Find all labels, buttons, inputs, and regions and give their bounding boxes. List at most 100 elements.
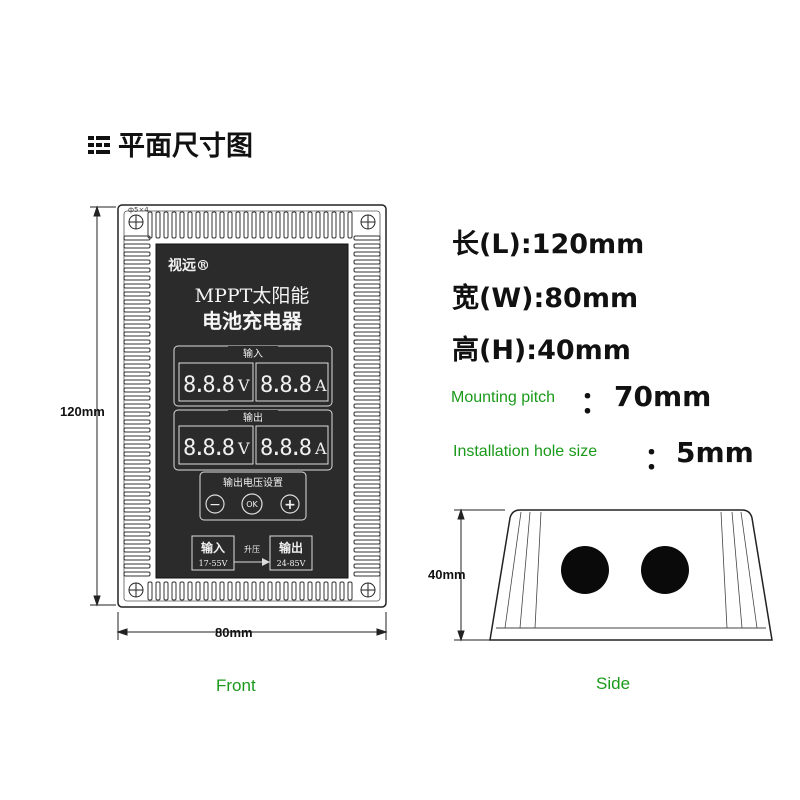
fin-slot bbox=[123, 435, 151, 441]
fin-slot bbox=[275, 211, 281, 239]
fin-slot bbox=[315, 581, 321, 601]
fin-slot bbox=[123, 315, 151, 321]
fin-slot bbox=[353, 371, 381, 377]
fin-slot bbox=[235, 581, 241, 601]
fin-slot bbox=[353, 411, 381, 417]
grid-icon bbox=[88, 136, 110, 154]
output-range: 24-85V bbox=[277, 559, 306, 568]
fin-slot bbox=[353, 403, 381, 409]
fin-slot bbox=[123, 235, 151, 241]
fin-slot bbox=[123, 475, 151, 481]
fin-slot bbox=[353, 347, 381, 353]
fin-slot bbox=[331, 211, 337, 239]
fin-slot bbox=[353, 547, 381, 553]
fin-slot bbox=[147, 581, 153, 601]
dimension-line-width bbox=[116, 612, 388, 640]
output-volt-reading: 8.8.8 bbox=[183, 436, 235, 461]
fin-slot bbox=[353, 243, 381, 249]
fin-slot bbox=[187, 581, 193, 601]
fin-slot bbox=[123, 251, 151, 257]
fin-slot bbox=[353, 523, 381, 529]
fin-slot bbox=[291, 211, 297, 239]
ok-label: OK bbox=[246, 500, 258, 509]
fin-slot bbox=[353, 427, 381, 433]
fin-slot bbox=[299, 211, 305, 239]
fin-slot bbox=[227, 581, 233, 601]
output-amp-reading: 8.8.8 bbox=[260, 436, 312, 461]
input-volt-reading: 8.8.8 bbox=[183, 373, 235, 398]
fin-slot bbox=[339, 211, 345, 239]
fin-slot bbox=[283, 581, 289, 601]
fin-slot bbox=[123, 259, 151, 265]
side-hole-left bbox=[561, 546, 609, 594]
output-header: 输出 bbox=[243, 411, 263, 424]
front-view-label: Front bbox=[216, 676, 256, 695]
fin-slot bbox=[211, 581, 217, 601]
fin-slot bbox=[353, 331, 381, 337]
fin-slot bbox=[353, 555, 381, 561]
fin-slot bbox=[353, 435, 381, 441]
output-terminal bbox=[269, 535, 313, 571]
side-view-label: Side bbox=[596, 674, 631, 693]
fin-slot bbox=[195, 581, 201, 601]
setting-label: 输出电压设置 bbox=[223, 476, 283, 489]
side-enclosure-outline bbox=[489, 509, 773, 641]
fin-slot bbox=[123, 379, 151, 385]
screw-hole-icon bbox=[128, 214, 376, 598]
fin-slot bbox=[171, 211, 177, 239]
fin-slot bbox=[353, 443, 381, 449]
hole-size-value: 5mm bbox=[676, 436, 754, 469]
fin-slot bbox=[339, 581, 345, 601]
spec-width: 宽(W):80mm bbox=[452, 283, 639, 314]
fin-slot bbox=[353, 539, 381, 545]
heatsink-fins bbox=[123, 211, 381, 601]
fin-slot bbox=[123, 483, 151, 489]
boost-label: 升压 bbox=[244, 545, 260, 554]
plus-label: + bbox=[284, 497, 296, 513]
input-range: 17-55V bbox=[199, 559, 228, 568]
input-volt-unit: V bbox=[237, 376, 250, 395]
corner-text: ф5×4 bbox=[128, 206, 149, 214]
dimension-width-front: 80mm bbox=[215, 625, 253, 640]
fin-slot bbox=[123, 355, 151, 361]
hole-size-colon: ： bbox=[644, 442, 674, 477]
fin-slot bbox=[243, 581, 249, 601]
fin-slot bbox=[123, 467, 151, 473]
fin-slot bbox=[123, 323, 151, 329]
brand-label: 视远® bbox=[168, 257, 210, 274]
dimension-height-front: 120mm bbox=[60, 404, 105, 419]
fin-slot bbox=[123, 547, 151, 553]
fin-slot bbox=[123, 531, 151, 537]
fin-slot bbox=[123, 331, 151, 337]
fin-slot bbox=[353, 291, 381, 297]
ok-button bbox=[241, 493, 263, 515]
input-amp-reading: 8.8.8 bbox=[260, 373, 312, 398]
fin-slot bbox=[353, 323, 381, 329]
fin-slot bbox=[353, 571, 381, 577]
fin-slot bbox=[251, 211, 257, 239]
fin-slot bbox=[123, 267, 151, 273]
mounting-pitch-colon: ： bbox=[580, 386, 610, 421]
fin-slot bbox=[353, 563, 381, 569]
fin-slot bbox=[307, 211, 313, 239]
fin-slot bbox=[243, 211, 249, 239]
fin-slot bbox=[353, 315, 381, 321]
dimension-height-side: 40mm bbox=[428, 567, 466, 582]
fin-slot bbox=[123, 459, 151, 465]
fin-slot bbox=[123, 443, 151, 449]
fin-slot bbox=[123, 387, 151, 393]
fin-slot bbox=[353, 259, 381, 265]
fin-slot bbox=[203, 211, 209, 239]
fin-slot bbox=[123, 507, 151, 513]
fin-slot bbox=[227, 211, 233, 239]
fin-slot bbox=[353, 387, 381, 393]
fin-slot bbox=[353, 235, 381, 241]
fin-slot bbox=[353, 451, 381, 457]
fin-slot bbox=[353, 475, 381, 481]
fin-slot bbox=[259, 581, 265, 601]
fin-slot bbox=[353, 267, 381, 273]
output-amp-unit: A bbox=[314, 439, 327, 458]
fin-slot bbox=[155, 211, 161, 239]
fin-slot bbox=[123, 419, 151, 425]
